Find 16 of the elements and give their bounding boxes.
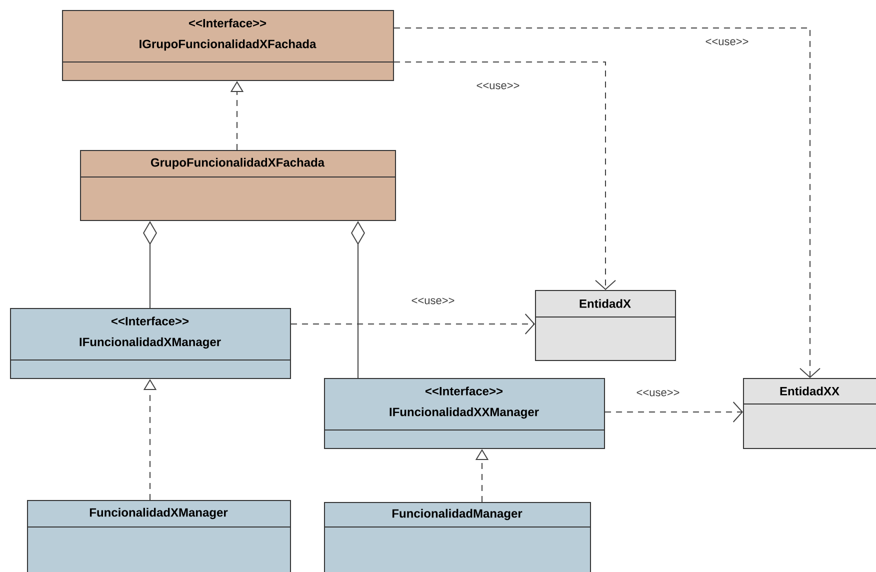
class-box: EntidadXX (742, 378, 876, 449)
dependency-arrow (394, 28, 820, 378)
dependency-arrow (394, 62, 616, 290)
edge-label: <<use>> (635, 388, 681, 398)
dependency-arrow (604, 402, 743, 422)
class-box: <<Interface>> IFuncionalidadXManager (10, 308, 291, 379)
class-box: GrupoFuncionalidadXFachada (80, 150, 396, 221)
class-box: FuncionalidadXManager (26, 500, 291, 572)
edge-label: <<use>> (475, 82, 521, 90)
edge-label: <<use>> (410, 296, 456, 306)
class-box: EntidadX (534, 290, 676, 361)
class-box: <<Interface>> IFuncionalidadXXManager (324, 378, 605, 449)
edge-label: <<use>> (704, 38, 750, 46)
class-box: FuncionalidadManager (324, 502, 591, 572)
class-box: <<Interface>> IGrupoFuncionalidadXFachada (62, 10, 394, 81)
dependency-arrow (290, 314, 535, 334)
